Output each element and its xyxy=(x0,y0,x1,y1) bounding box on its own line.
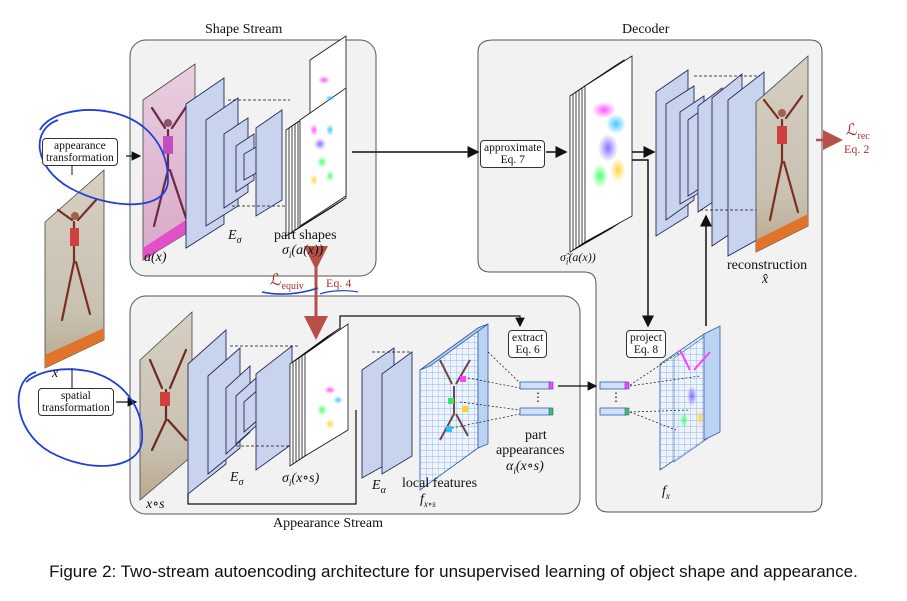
label-e-alpha: Eα xyxy=(372,478,386,496)
annotation-underline-lequiv xyxy=(261,287,319,295)
projected-appearance-vectors xyxy=(599,381,630,416)
extract-line2: Eq. 6 xyxy=(515,344,540,356)
appearance-transformation-box: appearance transformation xyxy=(42,138,118,166)
project-line1: project xyxy=(630,332,662,344)
label-x-hat: x̂ xyxy=(762,272,769,287)
extract-line1: extract xyxy=(512,332,544,344)
label-local-features: local features xyxy=(402,476,478,491)
label-xs: x∘s xyxy=(146,497,165,512)
approx-shapes-stack xyxy=(569,55,633,253)
figure-caption: Figure 2: Two-stream autoencoding archit… xyxy=(49,562,858,581)
label-eq4: Eq. 4 xyxy=(326,276,352,290)
spatial-transformation-box: spatial transformation xyxy=(38,388,114,416)
part-appearance-vectors xyxy=(519,381,554,416)
project-line2: Eq. 8 xyxy=(633,344,659,356)
approximate-box: approximate Eq. 7 xyxy=(480,140,546,168)
spatial-image-xs xyxy=(139,311,193,501)
label-sigma-xs: σi(x∘s) xyxy=(282,471,320,488)
project-box: project Eq. 8 xyxy=(626,330,666,358)
annotation-circle-appearance xyxy=(38,109,169,206)
encoder-e-sigma-bottom xyxy=(187,328,293,495)
label-e-sigma-bottom: Eσ xyxy=(230,470,244,488)
label-part-appearances-1: part xyxy=(525,428,547,443)
local-features-grid xyxy=(419,323,489,491)
annotation-circle-spatial xyxy=(17,368,143,467)
label-ax: a(x) xyxy=(144,250,167,265)
label-f-xs: fx∘s xyxy=(420,492,436,509)
label-sigma-ax: σi(a(x)) xyxy=(282,243,324,260)
part-shapes-stack-top xyxy=(285,35,347,237)
label-part-shapes: part shapes xyxy=(274,228,337,243)
shape-stream-title: Shape Stream xyxy=(205,22,283,37)
label-l-rec: ℒrec xyxy=(846,122,870,143)
label-l-equiv: ℒequiv xyxy=(270,272,304,293)
label-part-appearances-2: appearances xyxy=(496,443,565,458)
part-shapes-stack-bottom xyxy=(289,323,349,467)
label-f-x: fx xyxy=(662,484,670,501)
spatial-transformation-line1: spatial xyxy=(60,390,91,402)
projected-features-fx xyxy=(659,325,721,471)
dots-left: ⋮ xyxy=(532,390,544,404)
label-alpha-xs: αi(x∘s) xyxy=(506,459,544,476)
encoder-e-sigma-top xyxy=(185,77,283,249)
appearance-transformation-line1: appearance xyxy=(53,140,106,152)
label-sigma-tilde: σ̃i(a(x)) xyxy=(560,250,596,267)
approximate-line2: Eq. 7 xyxy=(500,154,525,166)
appearance-transformation-line2: transformation xyxy=(46,152,114,164)
reconstruction-image xyxy=(755,55,809,253)
approximate-line1: approximate xyxy=(484,142,542,154)
label-reconstruction: reconstruction xyxy=(727,258,808,273)
label-eq2: Eq. 2 xyxy=(844,142,870,156)
spatial-transformation-line2: transformation xyxy=(42,402,110,414)
input-image-x xyxy=(44,169,105,369)
label-e-sigma-top: Eσ xyxy=(228,228,242,246)
appearance-stream-title: Appearance Stream xyxy=(273,516,383,531)
encoder-e-alpha xyxy=(361,347,413,479)
dots-right: ⋮ xyxy=(610,390,622,404)
decoder-title: Decoder xyxy=(622,22,670,37)
extract-box: extract Eq. 6 xyxy=(508,330,548,358)
appearance-image-ax xyxy=(142,63,196,261)
label-x: x xyxy=(52,366,59,381)
